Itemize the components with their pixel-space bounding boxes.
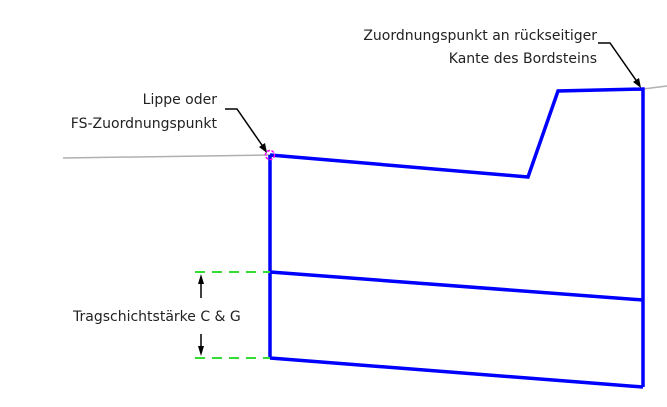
ground-line-right bbox=[642, 85, 667, 90]
back-label-line1: Zuordnungspunkt an rückseitiger bbox=[363, 28, 597, 44]
back-leader-arrowhead bbox=[633, 78, 641, 88]
lip-label-line1: Lippe oder bbox=[143, 92, 218, 108]
back-label-line2: Kante des Bordsteins bbox=[449, 51, 597, 67]
lip-label-line2: FS-Zuordnungspunkt bbox=[71, 116, 218, 132]
dimension-arrowhead-down bbox=[198, 346, 204, 356]
ground-line-left bbox=[62, 154, 271, 159]
curb-top-outline bbox=[269, 87, 645, 387]
base-layer-bottom bbox=[269, 356, 644, 389]
lip-leader-arrowhead bbox=[259, 143, 267, 153]
base-layer-top bbox=[269, 270, 644, 302]
lip-marker-icon bbox=[264, 149, 276, 161]
back-leader-line bbox=[598, 42, 639, 84]
thickness-label: Tragschichtstärke C & G bbox=[72, 309, 241, 325]
lip-leader-line bbox=[225, 108, 265, 149]
dimension-arrowhead-up bbox=[198, 274, 204, 284]
